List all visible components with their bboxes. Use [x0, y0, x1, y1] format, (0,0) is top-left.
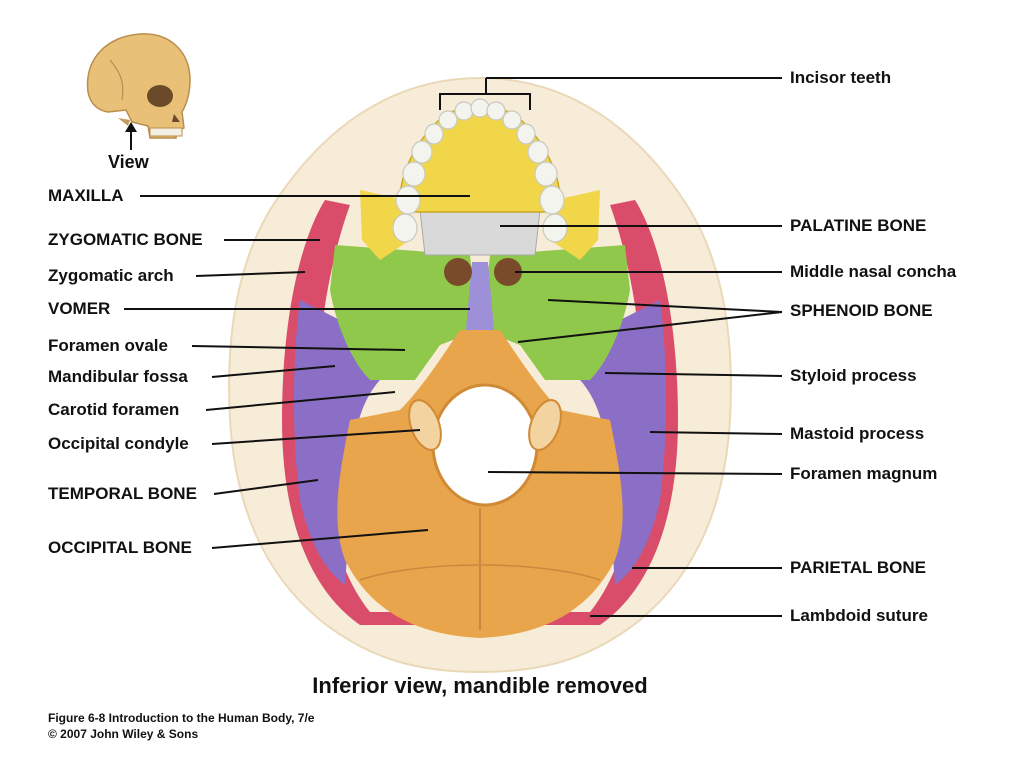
foramen-magnum-opening	[431, 383, 539, 507]
label-mandibular-fossa: Mandibular fossa	[48, 367, 188, 386]
leader-lines	[124, 77, 783, 617]
label-incisor-teeth: Incisor teeth	[790, 68, 892, 87]
label-maxilla: MAXILLA	[48, 186, 124, 205]
credits-line-2: © 2007 John Wiley & Sons	[48, 727, 199, 741]
label-mastoid-process: Mastoid process	[790, 424, 925, 443]
label-temporal-bone: TEMPORAL BONE	[48, 484, 197, 503]
view-label: View	[108, 152, 149, 172]
label-lambdoid-suture: Lambdoid suture	[790, 606, 928, 625]
palatine-bone-region	[419, 209, 541, 256]
label-zygomatic-bone: ZYGOMATIC BONE	[48, 230, 203, 249]
label-sphenoid-bone: SPHENOID BONE	[790, 301, 933, 320]
label-middle-nasal-concha: Middle nasal concha	[790, 262, 957, 281]
vomer-region	[466, 262, 494, 330]
view-arrow	[125, 122, 137, 150]
label-foramen-ovale: Foramen ovale	[48, 336, 168, 355]
credits-line-1: Figure 6-8 Introduction to the Human Bod…	[48, 711, 315, 725]
label-occipital-bone: OCCIPITAL BONE	[48, 538, 192, 557]
figure-caption: Inferior view, mandible removed	[312, 673, 648, 698]
label-parietal-bone: PARIETAL BONE	[790, 558, 927, 577]
label-occipital-condyle: Occipital condyle	[48, 434, 189, 453]
thumbnail-skull	[86, 33, 191, 139]
label-styloid-process: Styloid process	[790, 366, 917, 385]
label-foramen-magnum: Foramen magnum	[790, 464, 938, 483]
teeth-arc	[392, 98, 568, 243]
figure-credits: Figure 6-8 Introduction to the Human Bod…	[48, 710, 314, 742]
label-palatine-bone: PALATINE BONE	[790, 216, 927, 235]
label-vomer: VOMER	[48, 299, 111, 318]
label-carotid-foramen: Carotid foramen	[48, 400, 180, 419]
sphenoid-bone-region	[330, 245, 630, 380]
parietal-bone-region	[282, 200, 678, 625]
label-zygomatic-arch: Zygomatic arch	[48, 266, 174, 285]
